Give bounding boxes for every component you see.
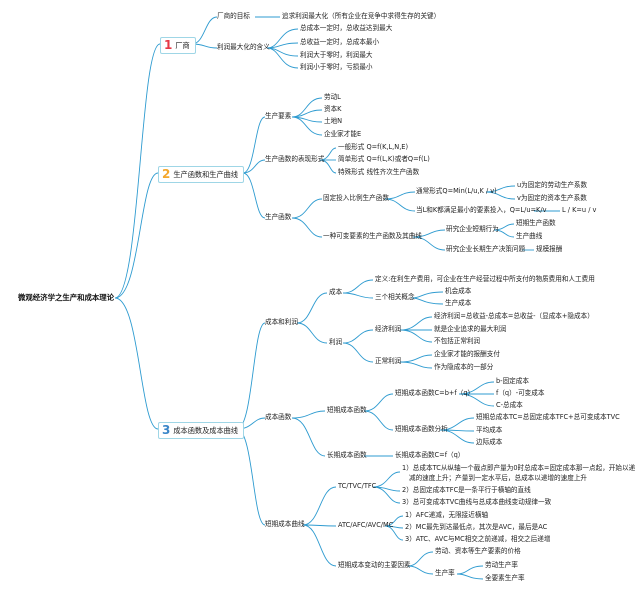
profit-max-item: 利润大于零时，利润最大	[300, 51, 373, 59]
ratio-item: L / K=u / v	[562, 206, 597, 214]
branch-number: 1	[164, 38, 173, 52]
normal-profit-item: 作为隐成本的一部分	[434, 363, 494, 371]
long-run-item: 规模报酬	[536, 245, 563, 253]
tc-rule-item: 减的速度上升；产量到一定水平后，总成本以递增的速度上升	[409, 474, 588, 482]
long-cost-node: 长期成本函数	[327, 451, 367, 459]
concept-item: 生产成本	[445, 299, 472, 307]
factors-node: 生产要素	[265, 112, 292, 120]
short-run-item: 生产曲线	[516, 232, 543, 240]
branch-label: 生产函数和生产曲线	[173, 170, 239, 179]
min-input-node: 当L和K都满足最小的要素投入，Q=L/u=K/v	[416, 206, 547, 214]
atc-rule-item: 3）ATC、AVC与MC相交之前递减，相交之后递增	[405, 535, 551, 543]
related-concepts-node: 三个相关概念	[375, 293, 415, 301]
cost-node: 成本	[329, 288, 343, 296]
factor-item: 企业家才能E	[324, 130, 362, 138]
analysis-item: 平均成本	[476, 426, 503, 434]
tc-tvc-tfc-node: TC/TVC/TFC	[338, 482, 377, 490]
branch-label: 成本函数及成本曲线	[173, 426, 239, 435]
analysis-item: 边际成本	[476, 438, 503, 446]
factor-price-item: 劳动、资本等生产要素的价格	[435, 547, 521, 555]
factor-item: 劳动L	[324, 93, 341, 101]
normal-profit-node: 正常利润	[375, 357, 402, 365]
economic-profit-item: 经济利润=总收益-总成本=总收益-（显成本+隐成本）	[434, 312, 594, 320]
coefficient-item: v为固定的资本生产系数	[517, 194, 587, 202]
productivity-item: 劳动生产率	[485, 561, 518, 569]
function-form-item: 简单形式 Q=f(L,K)或者Q=f(L)	[338, 155, 430, 163]
coefficient-item: u为固定的劳动生产系数	[517, 181, 588, 189]
production-function-node: 生产函数	[265, 213, 292, 221]
profit-node: 利润	[329, 338, 343, 346]
function-form-item: 特殊形式 线性齐次生产函数	[338, 168, 420, 176]
fixed-ratio-node: 固定投入比例生产函数	[323, 194, 389, 202]
atc-rule-item: 2）MC最先到达最低点，其次是AVC，最后是AC	[405, 523, 548, 531]
cost-definition: 定义:在利生产费用，可企业在生产经营过程中所支付的物质费用和人工费用	[375, 275, 595, 283]
formula-item: C-总成本	[496, 401, 523, 409]
long-run-node: 研究企业长期生产决策问题	[446, 245, 526, 253]
atc-rule-item: 1）AFC递减，无限接近横轴	[405, 511, 489, 519]
short-cost-formula: 短期成本函数C=b+f（q）	[395, 389, 475, 397]
profit-max-item: 总成本一定时，总收益达到最大	[300, 24, 393, 32]
tc-rule-item: 2）总固定成本TFC是一条平行于横轴的直线	[402, 486, 531, 494]
cost-factors-node: 短期成本变动的主要因素	[338, 561, 411, 569]
root-topic: 微观经济学之生产和成本理论	[18, 293, 115, 302]
function-form-item: 一般形式 Q=f(K,L,N,E)	[338, 143, 409, 151]
profit-max-item: 总收益一定时，总成本最小	[300, 38, 380, 46]
tc-rule-item: 3）总可变成本TVC曲线与总成本曲线变动规律一致	[402, 498, 552, 506]
firm-goal-node: 厂商的目标	[217, 12, 250, 20]
firm-goal-note: 追求利润最大化（所有企业在竞争中求得生存的关键）	[282, 12, 441, 20]
short-curve-node: 短期成本曲线	[265, 520, 305, 528]
formula-item: b-固定成本	[496, 377, 529, 385]
formula-item: f（q）-可变成本	[496, 389, 545, 397]
atc-node: ATC/AFC/AVC/MC	[338, 521, 394, 529]
branch-number: 3	[162, 423, 171, 437]
economic-profit-item: 就是企业追求的最大利润	[434, 325, 507, 333]
productivity-item: 全要素生产率	[485, 574, 525, 582]
factor-item: 土地N	[324, 117, 343, 125]
profit-max-node: 利润最大化的含义	[217, 43, 270, 51]
general-form-node: 通常形式Q=Min(L/u,K / v)	[416, 187, 497, 195]
concept-item: 机会成本	[445, 287, 472, 295]
long-cost-formula: 长期成本函数C=f（q）	[395, 451, 465, 459]
tc-rule-item: 1）总成本TC从纵轴一个截点即产量为0时总成本=固定成本那一点起，开始以递	[402, 464, 636, 472]
short-run-item: 短期生产函数	[516, 219, 556, 227]
short-cost-node: 短期成本函数	[327, 406, 367, 414]
factor-item: 资本K	[324, 105, 342, 113]
cost-profit-node: 成本和利润	[265, 318, 298, 326]
productivity-node: 生产率	[435, 569, 455, 577]
variable-input-node: 一种可变要素的生产函数及其曲线	[323, 232, 422, 240]
short-run-node: 研究企业短期行为	[446, 225, 499, 233]
normal-profit-item: 企业家才能的报酬支付	[434, 350, 500, 358]
analysis-item: 短期总成本TC=总固定成本TFC+总可变成本TVC	[476, 413, 620, 421]
branch-number: 2	[162, 167, 171, 181]
short-cost-analysis: 短期成本函数分析	[395, 425, 448, 433]
profit-max-item: 利润小于零时，亏损最小	[300, 63, 373, 71]
branch-label: 厂商	[175, 41, 190, 50]
function-forms-node: 生产函数的表现形式	[265, 155, 325, 163]
economic-profit-item: 不包括正常利润	[434, 337, 481, 345]
economic-profit-node: 经济利润	[375, 325, 402, 333]
cost-function-node: 成本函数	[265, 413, 292, 421]
